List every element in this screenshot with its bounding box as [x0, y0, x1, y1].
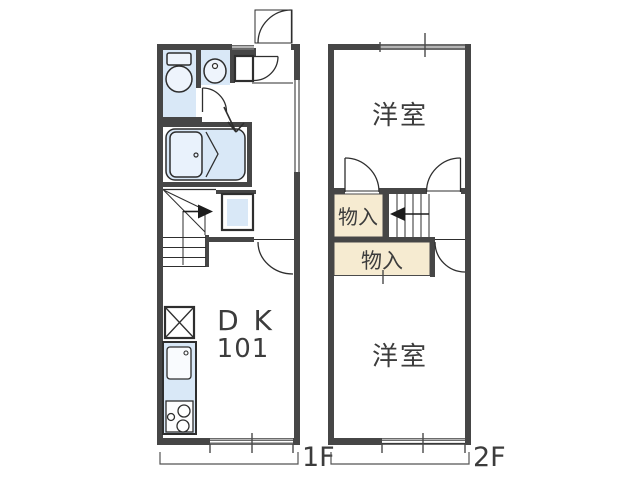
- washroom-entry-door: [253, 55, 279, 82]
- room-bottom-door: [434, 239, 466, 273]
- window-2f-top: [379, 33, 465, 57]
- label-unit-number: 101: [217, 334, 270, 364]
- closet-upper: [333, 193, 384, 238]
- label-closet-lower: 物入: [361, 249, 403, 273]
- closet-lower: [333, 241, 431, 276]
- bath-entry-arrow-icon: [223, 106, 245, 133]
- label-closet-upper: 物入: [338, 205, 378, 229]
- window-2f-bottom: [381, 433, 466, 453]
- kitchen-unit: [162, 341, 197, 435]
- window-1f-top: [232, 44, 254, 50]
- entrance-door: [252, 9, 293, 84]
- stair-direction-arrow-1f-icon: [183, 204, 213, 219]
- window-1f-right: [294, 80, 300, 172]
- kitchen-faucet: [183, 350, 189, 356]
- stove-burners: [165, 400, 194, 433]
- stair-direction-arrow-2f-icon: [390, 207, 429, 221]
- floor-2f-plan: 洋室 物入 物入 洋室 2F: [328, 33, 506, 473]
- stairs-1f: [163, 188, 216, 267]
- toilet-fixture: [165, 52, 193, 93]
- dk-entry-door: [254, 239, 294, 275]
- room-top-door: [425, 157, 462, 193]
- bath-partition-line: [205, 131, 219, 178]
- label-floor-2f: 2F: [473, 442, 506, 473]
- stairs-2f: [390, 194, 430, 237]
- window-1f-bottom: [209, 433, 294, 453]
- floor-1f-plan: D K 101 1F: [157, 9, 335, 473]
- refrigerator-space: [163, 305, 196, 340]
- label-floor-1f: 1F: [302, 442, 335, 473]
- toilet-area-door: [201, 87, 228, 113]
- washbasin-fixture: [203, 58, 227, 84]
- bathtub-fixture: [169, 131, 203, 178]
- closet-upper-door: [344, 157, 380, 193]
- dimension-line-2f: [330, 452, 470, 465]
- washer-space: [220, 192, 255, 232]
- bathtub-drain: [193, 152, 199, 158]
- unit-bath: [165, 106, 246, 181]
- dimension-line-1f: [159, 452, 299, 465]
- label-western-room-top: 洋室: [372, 101, 428, 131]
- label-western-room-bottom: 洋室: [372, 342, 428, 372]
- washing-machine-pan: [233, 54, 255, 83]
- label-dk: D K: [217, 304, 275, 337]
